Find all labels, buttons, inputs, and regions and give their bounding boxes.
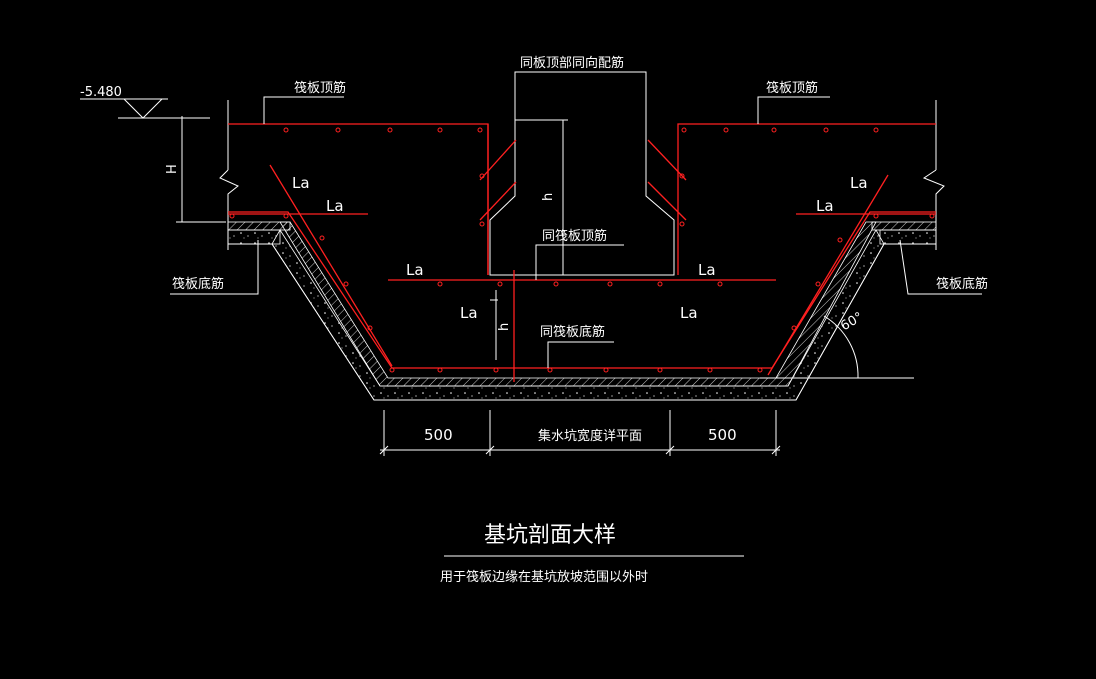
label-raft-top-right: 筏板顶筋 <box>766 80 818 96</box>
la-label-4: La <box>816 197 834 215</box>
elevation-label: -5.480 <box>80 85 122 100</box>
rebar-lines <box>228 123 936 382</box>
left-raft-slab <box>219 100 291 250</box>
elevation-mark: -5.480 <box>80 85 210 119</box>
right-raft-slab <box>871 100 945 250</box>
la-label-3: La <box>850 174 868 192</box>
dim-center: 集水坑宽度详平面 <box>538 428 642 444</box>
h-big-label: H <box>165 164 180 174</box>
title-block: 基坑剖面大样 用于筏板边缘在基坑放坡范围以外时 <box>440 523 744 585</box>
label-center-top: 同筏板顶筋 <box>542 228 607 244</box>
label-raft-bottom-left: 筏板底筋 <box>172 276 224 292</box>
la-label-5: La <box>406 261 424 279</box>
la-label-1: La <box>292 174 310 192</box>
rebar-dots <box>229 127 935 373</box>
la-label-6: La <box>698 261 716 279</box>
h-small-lower-label: h <box>497 323 512 331</box>
label-raft-top-left: 筏板顶筋 <box>294 80 346 96</box>
label-column-top: 同板顶部同向配筋 <box>520 55 624 71</box>
la-label-7: La <box>460 304 478 322</box>
la-label-2: La <box>326 197 344 215</box>
label-center-bottom: 同筏板底筋 <box>540 324 605 340</box>
h-small-label: h <box>541 193 556 201</box>
bottom-dimension: 500 集水坑宽度详平面 500 <box>379 410 781 456</box>
h-dimension-left: H <box>165 116 226 223</box>
label-raft-bottom-right: 筏板底筋 <box>936 276 988 292</box>
drawing-labels: 筏板顶筋 筏板顶筋 同板顶部同向配筋 同筏板顶筋 同筏板底筋 筏板底筋 筏板底筋… <box>172 55 988 340</box>
dim-right-500: 500 <box>708 426 737 444</box>
pit-cushion-layers <box>228 221 936 401</box>
dim-left-500: 500 <box>424 426 453 444</box>
la-label-8: La <box>680 304 698 322</box>
leader-lines <box>170 71 982 368</box>
drawing-subtitle: 用于筏板边缘在基坑放坡范围以外时 <box>440 569 648 585</box>
column-outline: h <box>489 71 675 276</box>
drawing-title: 基坑剖面大样 <box>484 523 616 548</box>
